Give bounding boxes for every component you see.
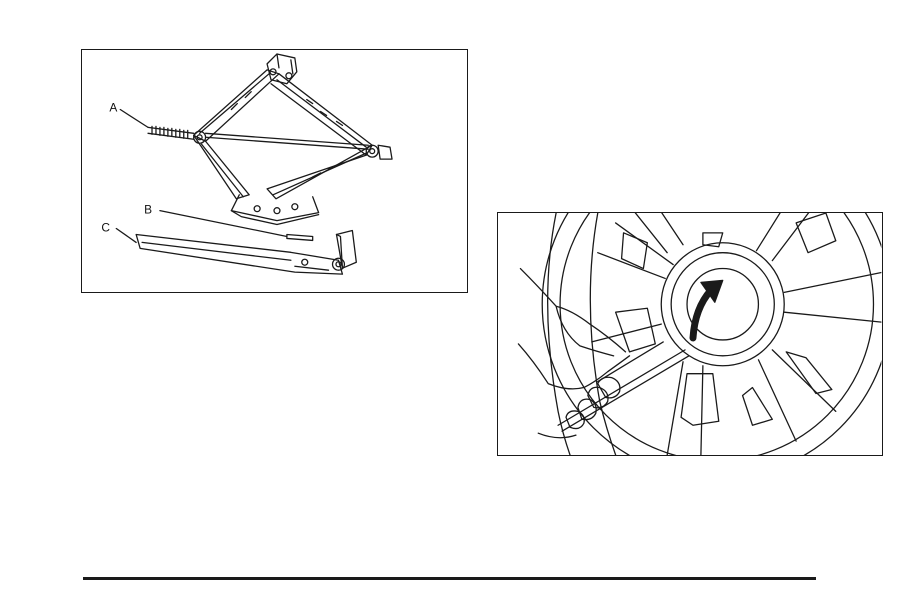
wheel-spokes [592, 213, 882, 455]
wheel-wrench [136, 231, 356, 275]
jack-screw [148, 126, 194, 139]
bottom-rule [83, 577, 816, 580]
wheel-cover-illustration [497, 212, 883, 456]
hub-cap [661, 243, 784, 366]
jack-extension [287, 234, 313, 240]
callout-c-leader [116, 229, 136, 243]
callout-a-leader [120, 110, 148, 128]
wheel-vents [616, 213, 836, 425]
callout-c-label: C [101, 221, 110, 235]
callout-a-label: A [109, 100, 117, 114]
jack-drawing: A B C [82, 50, 467, 292]
tire [542, 213, 882, 455]
wheel-drawing [498, 213, 882, 455]
jack-body [194, 54, 392, 225]
jack-illustration: A B C [81, 49, 468, 293]
callout-b-leader [160, 211, 287, 237]
callout-b-label: B [144, 203, 152, 217]
